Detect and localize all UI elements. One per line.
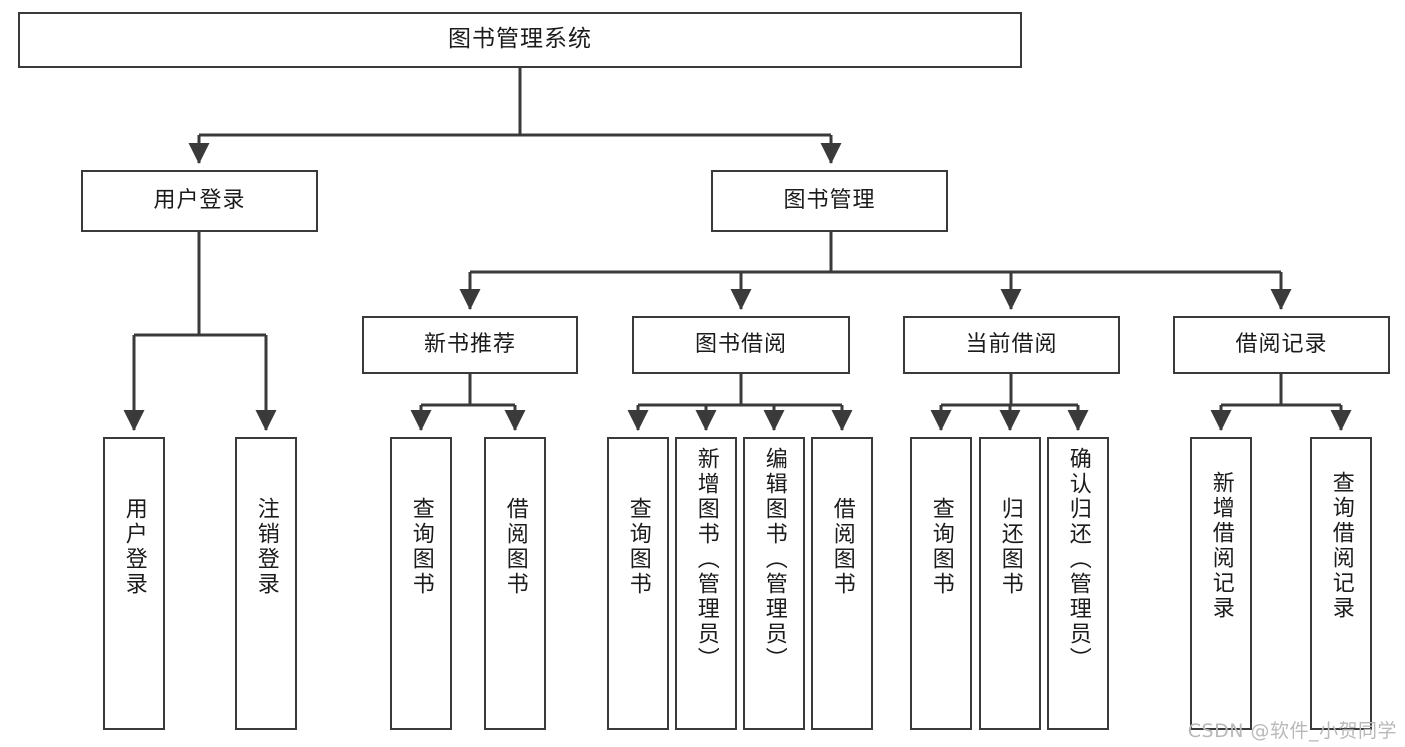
node-label: 查询图书 bbox=[408, 497, 434, 597]
node-label: 注销登录 bbox=[253, 497, 279, 597]
node-label: 新书推荐 bbox=[423, 331, 516, 357]
node-leaf-query-book-3[interactable]: 查询图书 bbox=[910, 437, 972, 730]
node-leaf-query-record[interactable]: 查询借阅记录 bbox=[1310, 437, 1372, 730]
node-label: 借阅图书 bbox=[502, 497, 528, 597]
node-book-borrow[interactable]: 图书借阅 bbox=[632, 316, 850, 374]
node-leaf-query-book-1[interactable]: 查询图书 bbox=[390, 437, 452, 730]
node-leaf-query-book-2[interactable]: 查询图书 bbox=[607, 437, 669, 730]
node-label: 当前借阅 bbox=[965, 331, 1058, 357]
node-label: 查询借阅记录 bbox=[1328, 471, 1354, 621]
node-book-manage[interactable]: 图书管理 bbox=[711, 170, 948, 232]
node-new-book-recommend[interactable]: 新书推荐 bbox=[362, 316, 578, 374]
node-user-login[interactable]: 用户登录 bbox=[81, 170, 318, 232]
node-label: 归还图书 bbox=[997, 497, 1023, 597]
watermark: CSDN @软件_小贺同学 bbox=[1187, 720, 1397, 742]
node-label: 图书管理 bbox=[783, 187, 876, 213]
node-label: 用户登录 bbox=[153, 187, 246, 213]
node-label: 编辑图书（管理员） bbox=[761, 447, 787, 672]
node-label: 确认归还（管理员） bbox=[1065, 447, 1091, 672]
node-leaf-user-login[interactable]: 用户登录 bbox=[103, 437, 165, 730]
node-leaf-edit-book[interactable]: 编辑图书（管理员） bbox=[743, 437, 805, 730]
node-label: 图书借阅 bbox=[694, 331, 787, 357]
node-label: 新增借阅记录 bbox=[1208, 471, 1234, 621]
node-label: 用户登录 bbox=[121, 497, 147, 597]
node-label: 借阅记录 bbox=[1235, 331, 1328, 357]
node-label: 查询图书 bbox=[928, 497, 954, 597]
node-leaf-return-book[interactable]: 归还图书 bbox=[979, 437, 1041, 730]
node-label: 新增图书（管理员） bbox=[693, 447, 719, 672]
node-borrow-record[interactable]: 借阅记录 bbox=[1173, 316, 1390, 374]
node-leaf-add-book[interactable]: 新增图书（管理员） bbox=[675, 437, 737, 730]
node-current-borrow[interactable]: 当前借阅 bbox=[903, 316, 1120, 374]
node-label: 借阅图书 bbox=[829, 497, 855, 597]
node-leaf-logout-login[interactable]: 注销登录 bbox=[235, 437, 297, 730]
node-label: 查询图书 bbox=[625, 497, 651, 597]
node-leaf-borrow-book-2[interactable]: 借阅图书 bbox=[811, 437, 873, 730]
node-label: 图书管理系统 bbox=[448, 26, 592, 53]
node-leaf-borrow-book-1[interactable]: 借阅图书 bbox=[484, 437, 546, 730]
node-root-book-management-system[interactable]: 图书管理系统 bbox=[18, 12, 1022, 68]
node-leaf-add-record[interactable]: 新增借阅记录 bbox=[1190, 437, 1252, 730]
node-leaf-confirm-return[interactable]: 确认归还（管理员） bbox=[1047, 437, 1109, 730]
